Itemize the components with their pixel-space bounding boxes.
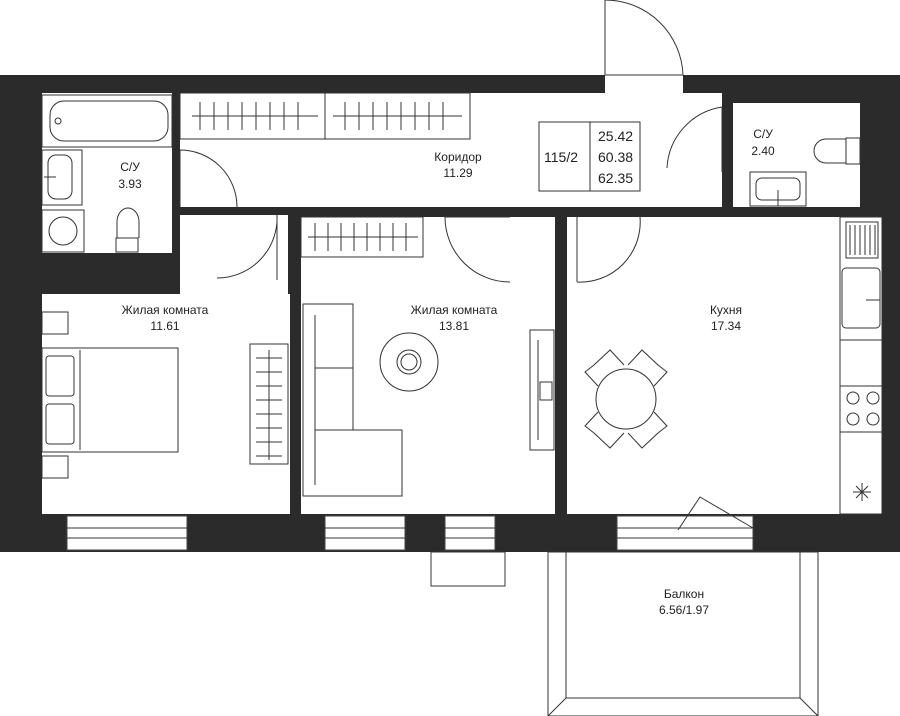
living-wardrobe [300,216,424,258]
round-rug [379,332,439,392]
area-total: 60.38 [598,149,633,165]
corridor-name: Коридор [434,150,482,164]
apartment-info-box: 115/2 25.42 60.38 62.35 [538,121,641,192]
living-area: 13.81 [439,319,469,333]
balcony-name: Балкон [664,587,704,601]
balcony-area: 6.56/1.97 [659,603,709,617]
bath-left-area: 3.93 [118,177,142,191]
living-name: Жилая комната [411,303,498,317]
window-living-2 [444,515,496,551]
kitchen-area: 17.34 [711,319,741,333]
kitchen-counter [839,216,883,515]
window-living-1 [324,515,406,551]
tv-unit [529,329,555,451]
room-floors [42,75,882,514]
sink-left [41,149,83,206]
interior-doors [179,106,754,531]
washing-machine [41,209,85,253]
corridor-area: 11.29 [443,166,472,180]
room-labels: С/У 3.93 Коридор 11.29 С/У 2.40 Жилая ко… [118,127,775,617]
toilet-left [115,207,140,253]
bedroom-wardrobe [249,343,289,465]
bath-left-name: С/У [120,160,140,174]
area-living: 25.42 [598,128,633,144]
windows [66,515,754,551]
bedroom-area: 11.61 [150,319,179,333]
area-total-balcony: 62.35 [598,170,633,186]
window-kitchen [616,515,754,551]
sink-right [749,171,807,207]
bed [41,347,179,453]
nightstands [41,311,69,479]
entrance-door [604,0,684,76]
toilet-right [813,137,861,165]
bathtub [41,94,173,148]
sofa [302,303,403,497]
bedroom-name: Жилая комната [122,303,209,317]
window-bedroom [66,515,188,551]
dining-table [584,349,668,449]
bath-right-name: С/У [753,127,773,141]
corridor-wardrobe [179,92,471,140]
balcony [430,551,819,716]
bath-right-area: 2.40 [751,144,775,158]
kitchen-name: Кухня [710,303,742,317]
apartment-number: 115/2 [544,149,578,165]
